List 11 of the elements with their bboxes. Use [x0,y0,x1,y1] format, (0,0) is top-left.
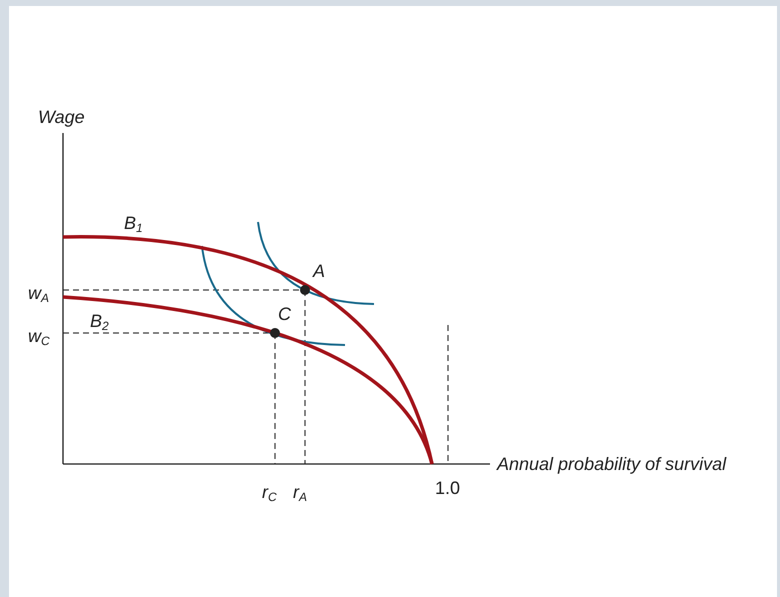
axis-tick-label: r$_{A}$ [293,483,308,503]
curve-label: B$_{2}$ [90,312,109,332]
axis-title: Annual probability of survival [497,455,726,473]
axis-title: Wage [38,108,85,126]
point-label: C [278,305,291,323]
axis-tick-label: w$_{C}$ [28,327,50,347]
point-label: A [313,262,326,280]
axis-tick-label: w$_{A}$ [28,284,50,304]
axis-tick-label: r$_{C}$ [262,483,277,503]
axis-tick-label: 1.0 [435,479,460,497]
curve-label: B$_{1}$ [124,214,143,234]
